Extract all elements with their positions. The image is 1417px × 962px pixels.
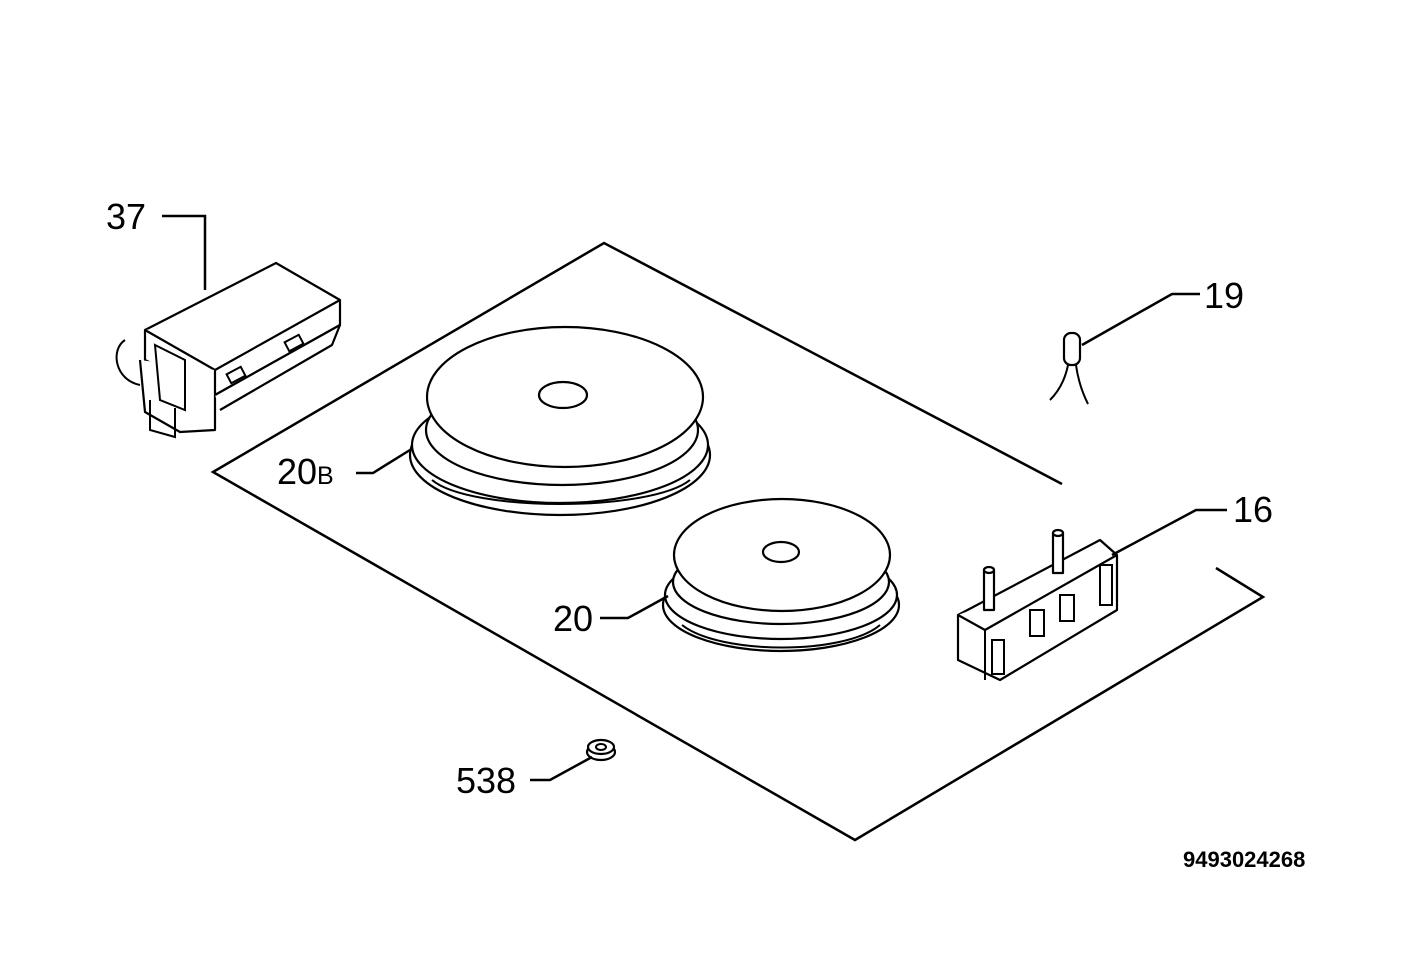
small-cooking-plate (661, 497, 901, 653)
label-20b-number: 20 (277, 451, 317, 492)
leader-lines (162, 214, 1227, 782)
label-20b-suffix: B (317, 462, 334, 490)
hob-plate-outline (210, 241, 1266, 842)
part-19-sensor (1049, 331, 1089, 405)
part-16-terminal-block (956, 528, 1119, 682)
diagram-reference-number: 9493024268 (1183, 847, 1305, 872)
label-538: 538 (456, 760, 516, 801)
label-20: 20 (553, 598, 593, 639)
label-20b: 20B (277, 451, 334, 492)
label-16: 16 (1233, 489, 1273, 530)
large-cooking-plate (408, 325, 712, 517)
label-37: 37 (106, 196, 146, 237)
label-19: 19 (1204, 275, 1244, 316)
part-538-nut (585, 738, 617, 762)
part-37-switch-box (115, 261, 342, 439)
